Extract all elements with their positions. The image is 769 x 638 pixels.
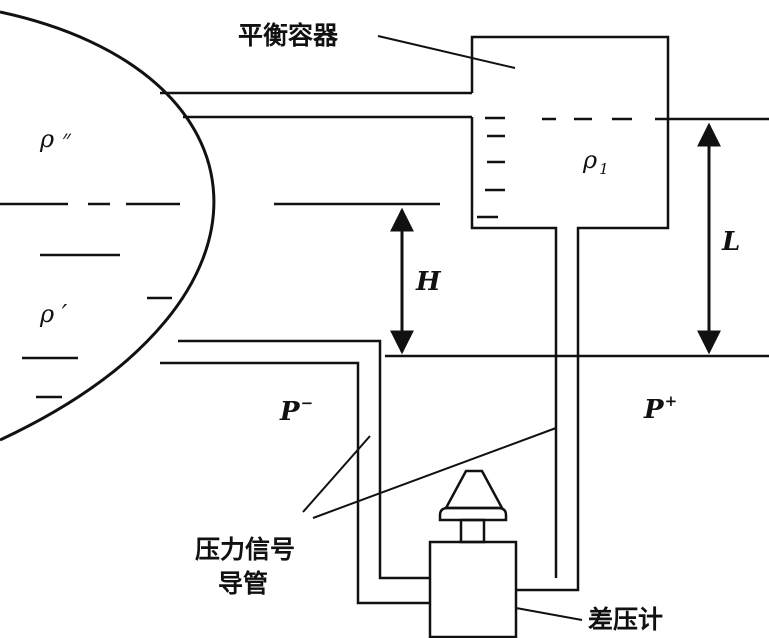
signal-tube-label-line2: 导管 <box>218 569 268 598</box>
gauge-stem <box>459 518 486 544</box>
L-label: L <box>721 227 740 257</box>
water-pipe-signal-tube-minus-outer <box>160 361 430 605</box>
signal-tube-leader-left <box>302 435 371 513</box>
gauge-base-plate <box>438 506 508 522</box>
balance-container <box>470 35 670 592</box>
balance-container-leader <box>377 35 516 69</box>
gauge-leader <box>515 607 583 621</box>
gauge-cone-head <box>443 469 505 510</box>
gauge-body <box>428 540 518 638</box>
signal-tube-label-line1: 压力信号 <box>195 535 295 564</box>
P-minus-sup: − <box>301 394 314 412</box>
H-label: H <box>415 267 442 297</box>
P-plus-base: P <box>643 395 665 425</box>
rho-double-prime-label: ρ ״ <box>39 125 72 153</box>
rho-1-base: ρ <box>582 146 597 174</box>
signal-tube-leader-right <box>312 427 557 519</box>
water-pipe-signal-tube-minus <box>178 339 430 580</box>
drum-wall <box>0 10 216 442</box>
P-minus-label: P− <box>279 394 313 427</box>
P-minus-base: P <box>279 397 301 427</box>
diff-pressure-gauge-label: 差压计 <box>588 605 663 634</box>
rho-1-sub: 1 <box>599 160 609 178</box>
rho-prime-label: ρ ′ <box>39 300 68 328</box>
P-plus-label: P+ <box>643 392 677 425</box>
balance-container-label: 平衡容器 <box>238 21 339 50</box>
P-plus-sup: + <box>665 392 678 410</box>
